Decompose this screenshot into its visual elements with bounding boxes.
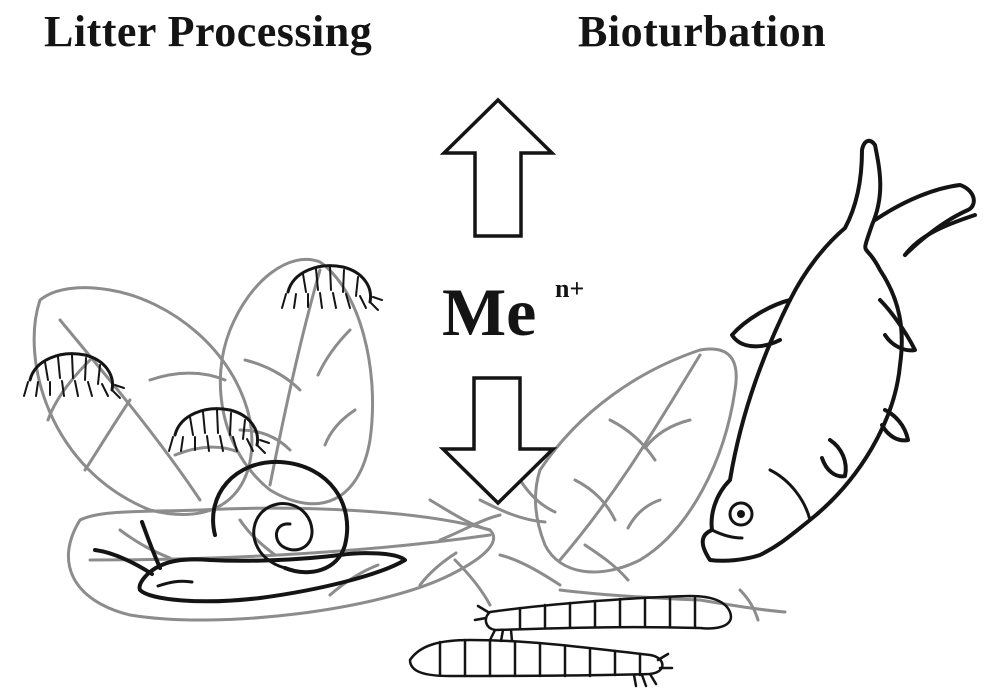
metal-ion-charge: n+ <box>555 274 584 303</box>
metal-ion-symbol: Me <box>442 274 536 350</box>
leaf-right <box>535 349 736 572</box>
fish <box>703 141 975 561</box>
leaf-left <box>34 288 252 515</box>
chironomid-larva <box>410 640 672 686</box>
arrow-up <box>444 100 552 236</box>
chironomid-larva <box>475 596 731 641</box>
